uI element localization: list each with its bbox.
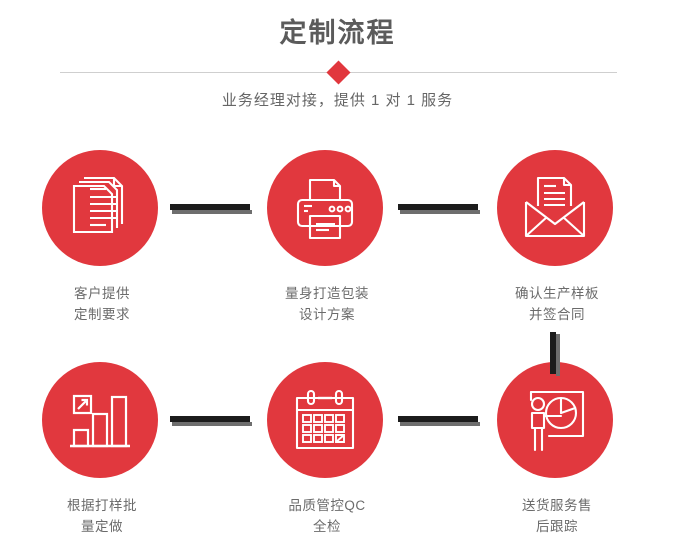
page-subtitle: 业务经理对接，提供 1 对 1 服务 [221,92,454,109]
connector-shadow [556,334,560,376]
flow-step-5-label: 品质管控QC 全检 [288,498,366,534]
flow-step-3-circle[interactable] [497,150,613,266]
flow-step-4[interactable]: 根据打样批 量定做 [0,362,200,537]
calendar-icon [295,389,355,450]
process-flow: 客户提供 定制要求 [0,128,675,550]
connector-4-to-5 [170,416,252,426]
connector-shadow [172,210,252,214]
flow-step-4-label: 根据打样批 量定做 [67,498,137,534]
flow-step-3-label: 确认生产样板 并签合同 [515,286,599,322]
connector-bar [170,416,250,422]
flow-step-1-label: 客户提供 定制要求 [74,286,130,322]
connector-2-to-3 [398,204,480,214]
connector-shadow [400,210,480,214]
flow-step-2[interactable]: 量身打造包装 设计方案 [225,150,425,325]
connector-bar [398,416,478,422]
documents-stack-icon [72,176,124,234]
connector-1-to-2 [170,204,252,214]
connector-bar [170,204,250,210]
connector-5-to-6 [398,416,480,426]
header: 定制流程 业务经理对接，提供 1 对 1 服务 [0,0,675,125]
connector-shadow [400,422,480,426]
connector-bar [398,204,478,210]
page-title: 定制流程 [279,18,396,48]
title-divider [60,60,617,85]
flow-step-3[interactable]: 确认生产样板 并签合同 [455,150,655,325]
flow-step-1-circle[interactable] [42,150,158,266]
printer-icon [296,178,354,240]
flow-step-2-circle[interactable] [267,150,383,266]
flow-step-1[interactable]: 客户提供 定制要求 [0,150,200,325]
envelope-document-icon [524,176,586,238]
flow-step-5[interactable]: 品质管控QC 全检 [225,362,425,537]
connector-bar [550,332,556,374]
connector-shadow [172,422,252,426]
flow-step-4-circle[interactable] [42,362,158,478]
flow-step-6-circle[interactable] [497,362,613,478]
connector-3-to-4 [550,332,560,376]
flow-step-2-label: 量身打造包装 设计方案 [285,286,369,322]
diamond-marker-icon [325,60,351,85]
flow-step-5-circle[interactable] [267,362,383,478]
presentation-pie-chart-icon [529,390,585,452]
flow-step-6-label: 送货服务售 后跟踪 [522,498,592,534]
flow-step-6[interactable]: 送货服务售 后跟踪 [455,362,655,537]
bar-chart-growth-icon [70,394,130,448]
